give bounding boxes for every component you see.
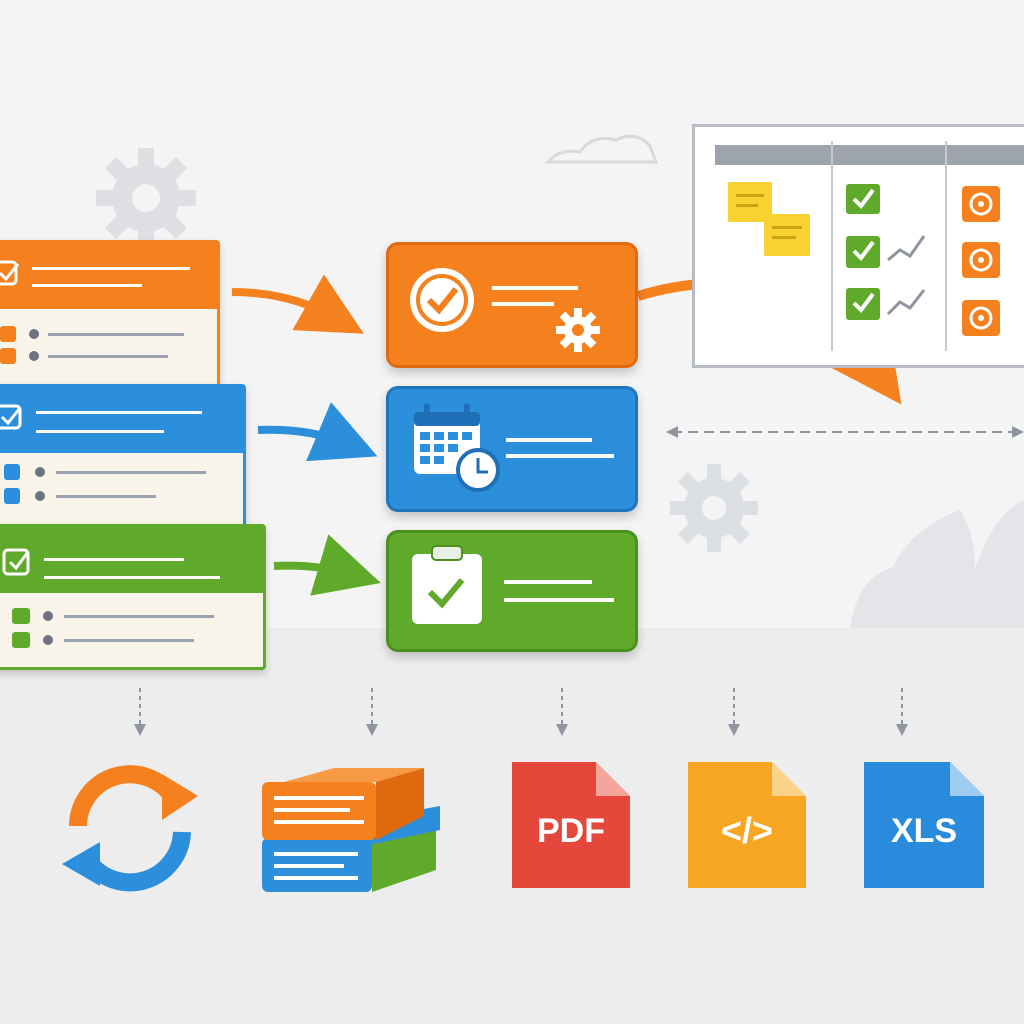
- source-card-orange-content: [0, 260, 190, 364]
- source-card-blue-content: [0, 404, 206, 504]
- column-divider: [831, 141, 833, 351]
- checkbox-icon: [0, 260, 20, 286]
- cloud-icon: [544, 134, 659, 164]
- code-label: </>: [720, 810, 774, 851]
- gear-icon: [96, 148, 196, 248]
- xls-file-icon: XLS: [862, 760, 986, 890]
- check-items-icon: [846, 184, 926, 320]
- stacked-books-icon: [262, 768, 440, 892]
- pdf-file-icon: PDF: [510, 760, 632, 890]
- kanban-board-content: [728, 182, 1000, 336]
- calendar-clock-icon: [414, 404, 500, 492]
- task-card-blue-content: [414, 404, 614, 492]
- gear-icon: [556, 308, 600, 352]
- xls-label: XLS: [890, 812, 958, 850]
- plant-leaves-icon: [850, 500, 1024, 628]
- clipboard-check-icon: [412, 545, 482, 624]
- arrow-orange: [231, 274, 364, 334]
- pdf-label: PDF: [537, 812, 605, 850]
- status-target-icon: [962, 186, 1000, 336]
- checkbox-icon: [2, 548, 30, 576]
- checkmark-circle-icon: [410, 268, 474, 332]
- sync-icon: [62, 765, 198, 892]
- task-card-orange-content: [410, 268, 600, 352]
- source-card-blue: [0, 384, 246, 530]
- sticky-notes-icon: [728, 182, 810, 256]
- task-card-green-content: [412, 545, 614, 624]
- source-card-green-content: [2, 548, 220, 648]
- code-file-icon: </>: [686, 760, 808, 890]
- source-card-orange: [0, 240, 220, 388]
- gear-icon: [670, 464, 758, 552]
- column-divider: [945, 141, 947, 351]
- arrow-blue: [257, 402, 378, 462]
- checkbox-icon: [0, 404, 22, 430]
- arrow-green: [273, 534, 381, 596]
